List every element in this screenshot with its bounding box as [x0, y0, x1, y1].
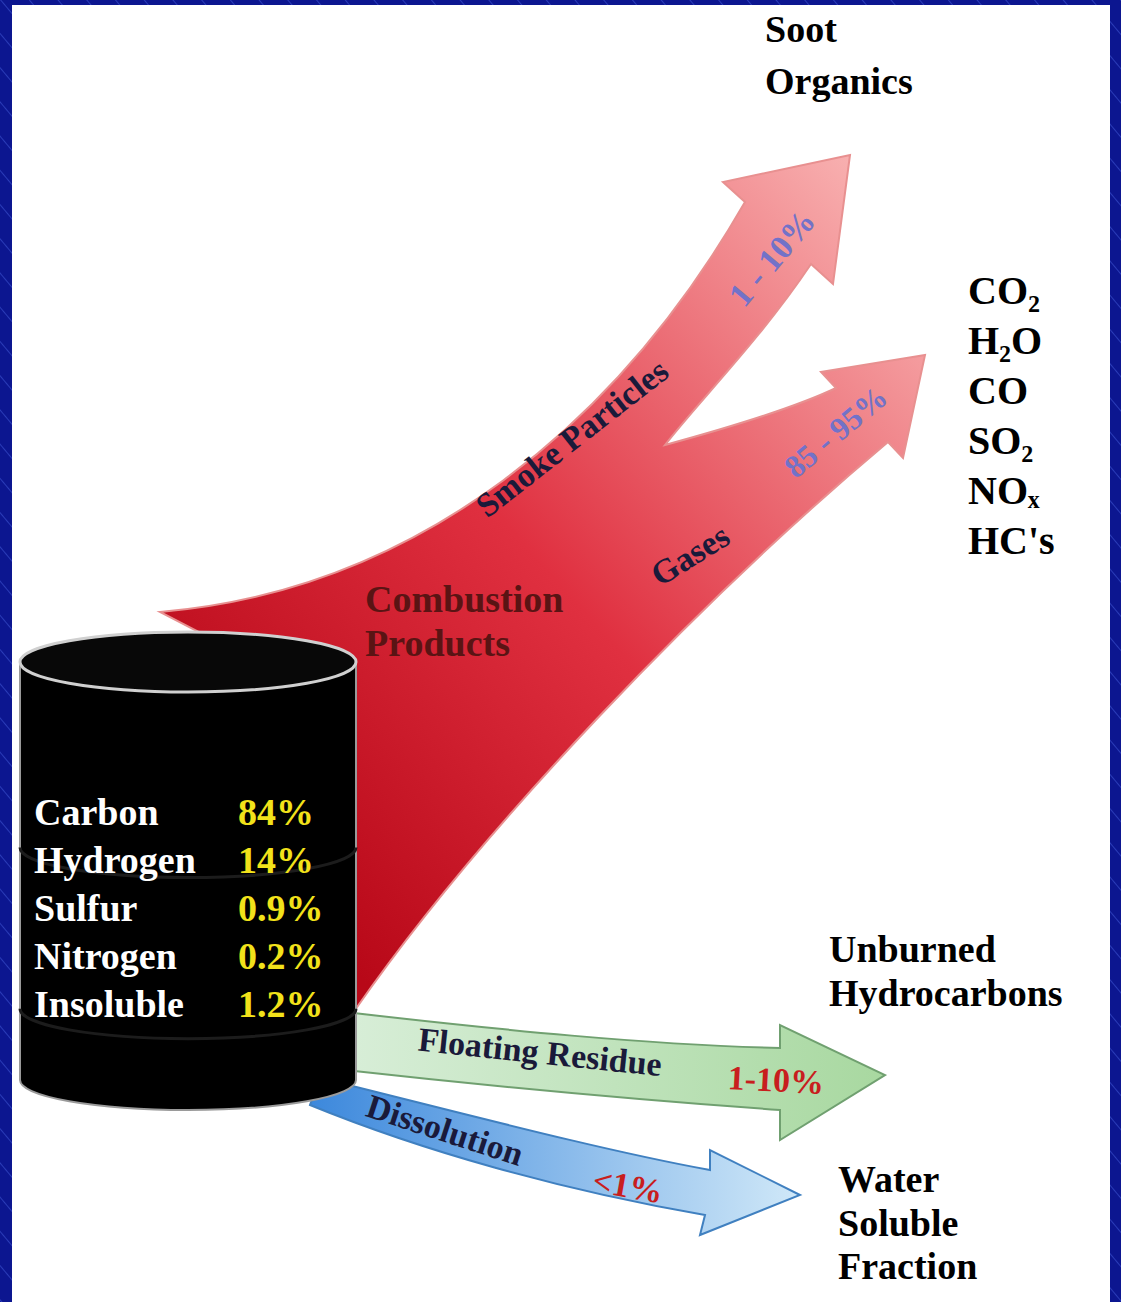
element-name: Hydrogen	[34, 840, 196, 882]
flow-heading: Combustion Products	[365, 578, 615, 665]
percent-value: 1.2%	[238, 984, 324, 1026]
gas-label: HC's	[968, 518, 1055, 564]
product-label: Water Soluble Fraction	[838, 1158, 1048, 1289]
percent-value: 14%	[238, 840, 314, 882]
oil-barrel: Carbon 84% Hydrogen 14% Sulfur 0.9% Nitrogen 0.…	[16, 628, 360, 1116]
gas-label: CO₂	[968, 268, 1040, 314]
percent-value: 0.9%	[238, 888, 324, 930]
percent-label: 1-10%	[727, 1058, 825, 1102]
gas-label: H₂O	[968, 318, 1042, 364]
element-name: Nitrogen	[34, 936, 177, 978]
product-label: Organics	[765, 60, 913, 104]
dissolution-arrow	[310, 1078, 800, 1235]
percent-value: 0.2%	[238, 936, 324, 978]
percent-value: 84%	[238, 792, 314, 834]
gas-label: SO₂	[968, 418, 1033, 464]
gas-label: NOₓ	[968, 468, 1039, 514]
element-name: Sulfur	[34, 888, 137, 930]
element-name: Insoluble	[34, 984, 184, 1026]
product-label: Unburned Hydrocarbons	[829, 928, 1114, 1015]
element-name: Carbon	[34, 792, 159, 834]
product-label: Soot	[765, 8, 837, 52]
gas-label: CO	[968, 368, 1028, 414]
